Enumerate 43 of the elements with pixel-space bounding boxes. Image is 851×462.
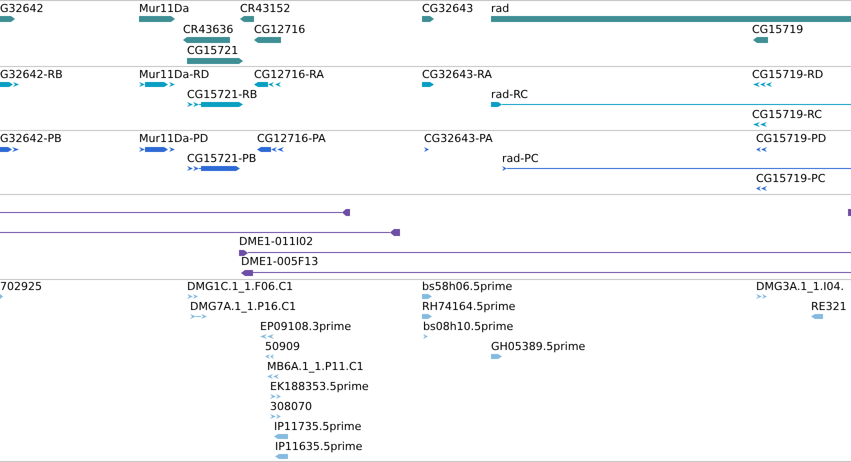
feature-label: RH74164.5prime	[422, 300, 516, 313]
feature-label: GH05389.5prime	[491, 340, 586, 353]
feature-label: CG15719-PC	[756, 172, 826, 185]
feature-label: DMG3A.1_1.I04.	[756, 280, 844, 293]
feature-label: DME1-005F13	[241, 255, 318, 268]
feature-label: 308070	[270, 400, 312, 413]
feature-label: DME1-011I02	[239, 235, 314, 248]
feature-label: G32642-PB	[0, 132, 62, 145]
feature-label: CR43636	[183, 23, 234, 36]
feature-label: EK188353.5prime	[270, 380, 369, 393]
feature-label: Mur11Da-PD	[139, 132, 208, 145]
feature-label: DMG1C.1_1.F06.C1	[187, 280, 294, 293]
feature-label: CG32643-PA	[424, 132, 493, 145]
feature-label: EP09108.3prime	[260, 320, 352, 333]
feature-label: CG32643	[422, 2, 474, 15]
feature-label: G32642-RB	[0, 68, 63, 81]
feature-label: IP11635.5prime	[275, 440, 362, 453]
feature-label: CG15721-RB	[187, 88, 258, 101]
feature-label: rad	[491, 2, 510, 15]
feature-label: CG32643-RA	[422, 68, 492, 81]
feature-label: rad-RC	[491, 88, 528, 101]
feature-label: MB6A.1_1.P11.C1	[267, 360, 364, 373]
feature-label: CG15719-RD	[752, 68, 824, 81]
feature-label: bs58h06.5prime	[422, 280, 512, 293]
feature-label: RE321	[811, 300, 847, 313]
feature-label: rad-PC	[502, 152, 539, 165]
feature-label: bs08h10.5prime	[423, 320, 514, 333]
feature-label: CG15721-PB	[187, 152, 256, 165]
feature-label: CG12716	[254, 23, 306, 36]
feature-label: CG15721	[187, 44, 238, 57]
feature-label: CR43152	[240, 2, 290, 15]
feature-label: CG12716-RA	[254, 68, 324, 81]
feature-label: CG15719-RC	[752, 108, 822, 121]
feature-label: IP11735.5prime	[274, 420, 362, 433]
feature-label: CG15719-PD	[756, 132, 826, 145]
feature-label: Mur11Da-RD	[139, 68, 210, 81]
feature-label: G32642	[0, 2, 44, 15]
feature-label: CG12716-PA	[257, 132, 326, 145]
feature-label: CG15719	[752, 23, 804, 36]
feature-label: DMG7A.1_1.P16.C1	[190, 300, 296, 313]
feature-label: Mur11Da	[139, 2, 190, 15]
feature-label: 50909	[265, 340, 300, 353]
feature-label: 702925	[0, 280, 42, 293]
